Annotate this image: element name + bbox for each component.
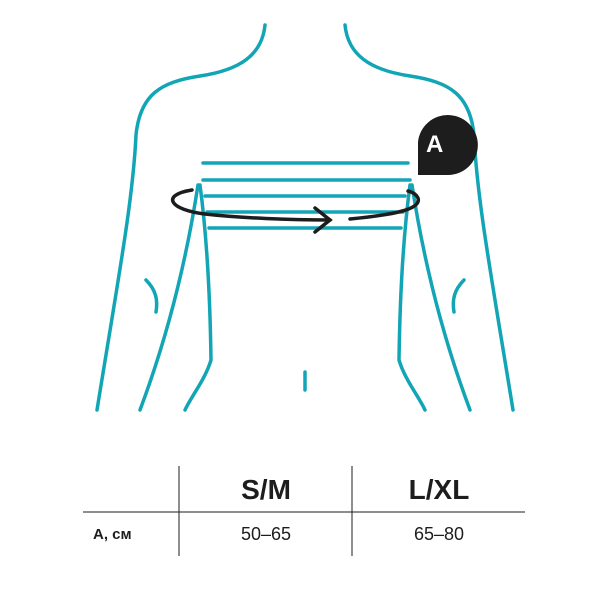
arm-inner-left	[144, 278, 159, 314]
badge-shape	[418, 115, 478, 175]
value-l-xl: 65–80	[413, 524, 465, 544]
arm-inner-right	[451, 278, 466, 314]
torso-right	[410, 183, 472, 412]
torso-left	[138, 183, 200, 412]
row-label: A, см	[93, 526, 132, 543]
header-l-xl: L/XL	[408, 474, 470, 505]
value-s-m: 50–65	[240, 524, 292, 544]
body-outline-left	[95, 23, 267, 412]
badge-a: A	[426, 131, 444, 158]
header-s-m: S/M	[241, 474, 291, 505]
body-outline-right	[343, 23, 515, 412]
torso-left-inner	[183, 183, 213, 412]
torso-right-inner	[397, 183, 427, 412]
measure-arrow-icon	[170, 188, 420, 234]
